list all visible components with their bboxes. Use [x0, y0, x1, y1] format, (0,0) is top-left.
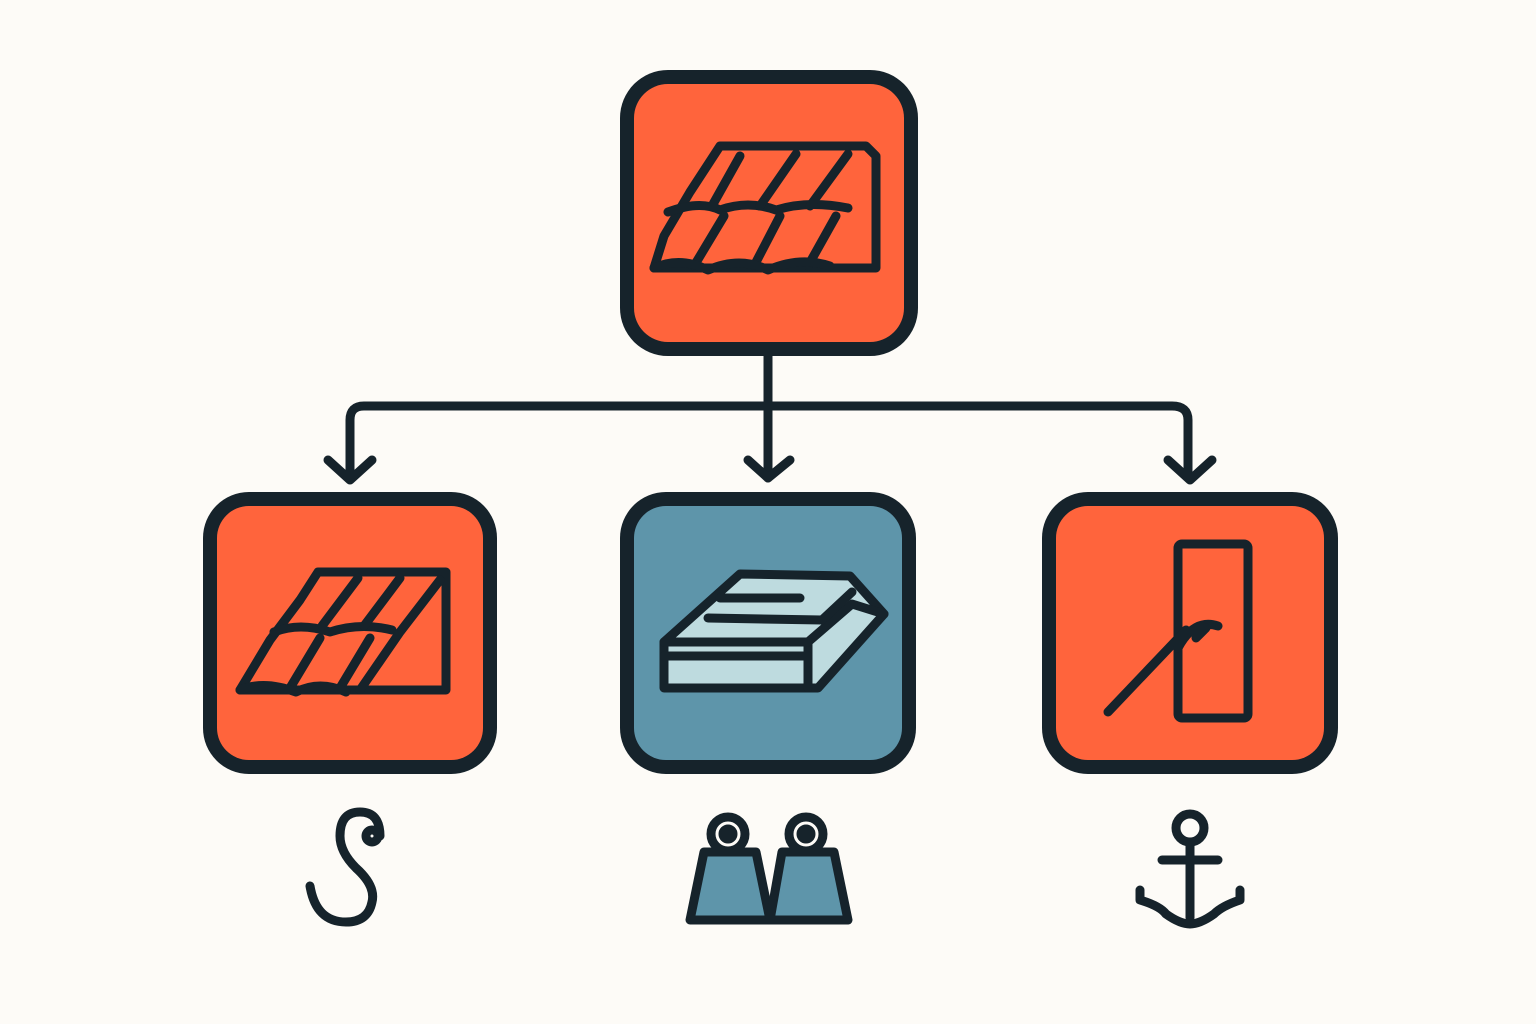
child-node-3[interactable] — [1042, 492, 1338, 774]
connector-lines — [345, 351, 1193, 483]
slab-block-icon — [659, 569, 889, 693]
arrowhead-left — [323, 455, 377, 485]
s-hook-icon — [305, 807, 385, 927]
root-node[interactable] — [620, 70, 918, 356]
weights-icon — [685, 812, 853, 925]
weight-right-icon — [765, 812, 853, 925]
arrowhead-right — [1163, 455, 1217, 485]
roof-tiles-icon — [649, 141, 881, 275]
connector-branch — [345, 401, 1193, 479]
arrowheads — [323, 455, 1217, 485]
board-with-brush-icon — [1103, 539, 1253, 723]
arrowhead-center — [743, 455, 795, 483]
child-node-1[interactable] — [203, 492, 497, 774]
child-node-2[interactable] — [620, 492, 916, 774]
roof-tiles-icon — [235, 567, 451, 697]
anchor-icon — [1135, 809, 1245, 929]
weight-left-icon — [685, 812, 775, 925]
